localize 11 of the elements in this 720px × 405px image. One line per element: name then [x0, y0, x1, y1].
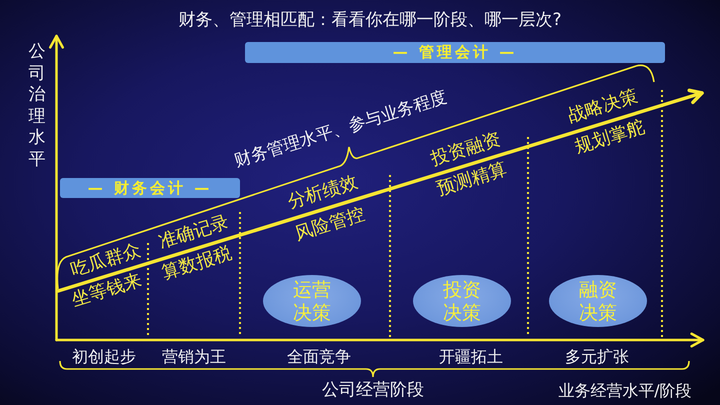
brace-label: 公司经营阶段 — [322, 381, 424, 401]
diagram-title: 财务、管理相匹配：看看你在哪一阶段、哪一层次? — [178, 11, 562, 31]
section-banner: — 管理会计 — — [245, 42, 665, 63]
stage-label: 初创起步 — [72, 348, 136, 366]
stage-label: 开疆拓土 — [439, 348, 503, 366]
section-banner: — 财务会计 — — [60, 178, 240, 198]
stage-label: 多元扩张 — [565, 348, 629, 366]
stage-label: 全面竞争 — [287, 348, 351, 366]
axis-title: 公司治理水平 — [28, 42, 46, 170]
stage-label: 营销为王 — [162, 348, 226, 366]
axis-title: 业务经营水平/阶段 — [558, 382, 692, 400]
